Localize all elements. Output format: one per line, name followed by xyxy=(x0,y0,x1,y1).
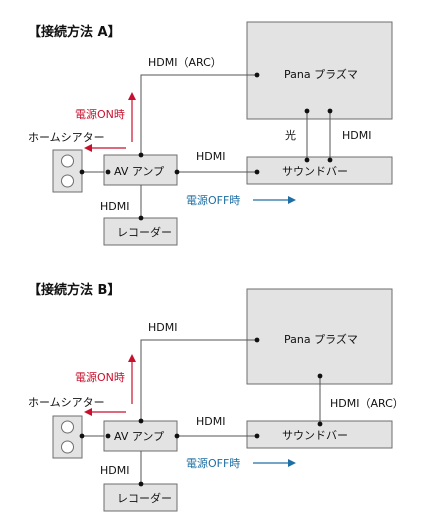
port-dot xyxy=(174,169,180,175)
plasma-tv-box xyxy=(246,21,393,120)
power-on-label: 電源ON時 xyxy=(75,370,125,384)
soundbar-label: サウンドバー xyxy=(282,429,348,442)
recorder-box xyxy=(103,217,178,246)
section-a-header: 【接続方法 A】 xyxy=(28,24,121,40)
soundbar-label: サウンドバー xyxy=(282,165,348,178)
plasma-label: Pana プラズマ xyxy=(284,332,358,346)
home-theater-label: ホームシアター xyxy=(28,131,105,144)
port-dot xyxy=(138,481,144,487)
wire-amp-plasma xyxy=(140,74,257,155)
recorder-label: レコーダー xyxy=(117,225,172,239)
port-dot xyxy=(317,373,323,379)
port-dot xyxy=(254,433,260,439)
port-dot xyxy=(138,418,144,424)
recorder-box xyxy=(103,483,178,512)
port-dot xyxy=(304,157,310,163)
port-dot xyxy=(304,108,310,114)
power-on-label: 電源ON時 xyxy=(75,107,125,121)
port-dot xyxy=(105,169,111,175)
hdmi-plasma-label: HDMI xyxy=(148,321,177,334)
power-off-label: 電源OFF時 xyxy=(186,193,240,207)
port-dot xyxy=(327,108,333,114)
speaker-cone-icon xyxy=(61,174,74,188)
port-dot xyxy=(138,152,144,158)
power-off-label: 電源OFF時 xyxy=(186,456,240,470)
home-theater-label: ホームシアター xyxy=(28,396,105,409)
section-b-header: 【接続方法 B】 xyxy=(28,282,120,298)
speaker-cone-icon xyxy=(61,154,74,168)
port-dot xyxy=(327,157,333,163)
soundbar-box xyxy=(246,156,393,185)
hdmi-soundbar-label: HDMI xyxy=(196,415,225,428)
port-dot xyxy=(174,433,180,439)
hdmi-arc-label: HDMI（ARC） xyxy=(148,56,222,69)
plasma-tv-box xyxy=(246,288,393,385)
port-dot xyxy=(105,433,111,439)
av-amp-label: AV アンプ xyxy=(114,165,164,178)
speaker-cone-icon xyxy=(61,420,74,434)
av-amp-label: AV アンプ xyxy=(114,430,164,443)
port-dot xyxy=(317,421,323,427)
port-dot xyxy=(79,169,85,175)
port-dot xyxy=(254,337,260,343)
hdmi-soundbar-label: HDMI xyxy=(196,150,225,163)
hdmi-recorder-label: HDMI xyxy=(100,200,129,213)
hdmi-plasma-soundbar-label: HDMI xyxy=(342,129,371,142)
optical-label: 光 xyxy=(285,128,296,142)
plasma-label: Pana プラズマ xyxy=(284,67,358,81)
av-amp-box xyxy=(103,420,178,452)
port-dot xyxy=(79,433,85,439)
hdmi-recorder-label: HDMI xyxy=(100,464,129,477)
wire-amp-plasma xyxy=(140,339,257,421)
port-dot xyxy=(138,215,144,221)
recorder-label: レコーダー xyxy=(117,491,172,505)
section-a: 【接続方法 A】 Pana プラズマ サウンドバー xyxy=(28,21,393,246)
port-dot xyxy=(254,169,260,175)
speaker-cone-icon xyxy=(61,440,74,454)
section-b: 【接続方法 B】 Pana プラズマ サウンドバー AV アンプ レコーダー ホ… xyxy=(28,282,404,512)
port-dot xyxy=(254,72,260,78)
hdmi-arc-label: HDMI（ARC） xyxy=(330,397,404,410)
